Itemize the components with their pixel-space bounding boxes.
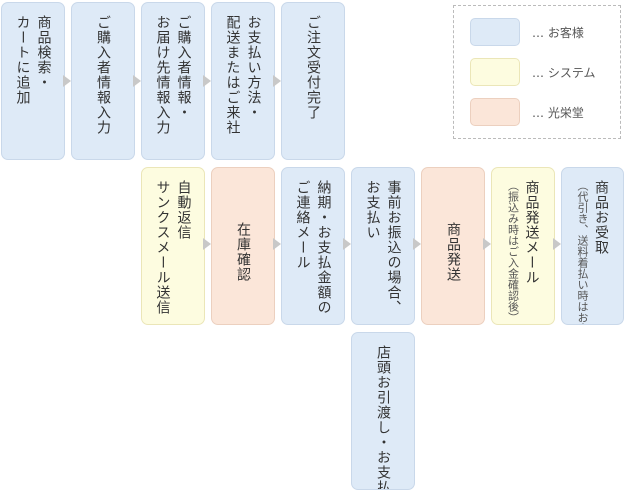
legend-item-customer: … お客様 [470,18,584,46]
step-in-store-handover-payment: 店頭お引渡し・お支払 [351,332,415,490]
step-prepayment: 事前お振込の場合、 お支払い [351,167,415,325]
step-text-line: 事前お振込の場合、 [385,180,402,315]
legend-label-system: … システム [532,65,596,80]
step-shipping: 商品発送 [421,167,485,325]
step-product-receipt: 商品お受取 （代引き、送料着払い時はお支払） [561,167,624,325]
step-text-line: 納期・お支払金額の [315,180,332,315]
legend-label-customer: … お客様 [532,25,584,40]
step-shipping-mail: 商品発送メール （振込み時はご入金確認後） [491,167,555,325]
step-text-line: ご購入者情報・ [175,15,192,120]
flow-arrow-right [413,238,421,250]
step-text-line: 店頭お引渡し・お支払 [375,345,391,490]
step-text-line: 配送またはご来社 [224,15,241,135]
flow-arrow-right [203,75,211,87]
legend-swatch-customer [470,18,520,46]
flow-arrow-right [273,75,281,87]
flow-arrow-right [553,238,561,250]
step-text-line: ご連絡メール [294,180,311,270]
step-auto-reply-thanks-mail: 自動返信 サンクスメール送信 [141,167,205,325]
legend-item-company: … 光栄堂 [470,98,584,126]
legend-label-company: … 光栄堂 [532,105,584,120]
legend-item-system: … システム [470,58,595,86]
step-text-line: カートに追加 [14,15,31,105]
step-stock-check: 在庫確認 [211,167,275,325]
step-text-line: お届け先情報入力 [154,15,171,135]
legend: … お客様 … システム … 光栄堂 [453,5,621,139]
step-text-line: 商品検索・ [35,15,52,90]
flow-arrow-right [273,238,281,250]
step-text-line: 商品発送 [445,222,461,282]
step-buyer-delivery-info-input: ご購入者情報・ お届け先情報入力 [141,2,205,160]
step-product-search-cart: 商品検索・ カートに追加 [1,2,65,160]
step-text-line: 商品発送メール [523,180,540,285]
step-payment-method-delivery: お支払い方法・ 配送またはご来社 [211,2,275,160]
step-text-line: 自動返信 [175,180,192,240]
step-text-line: お支払い [364,180,381,240]
flow-arrow-right [63,75,71,87]
legend-swatch-company [470,98,520,126]
step-subtext: （振込み時はご入金確認後） [506,180,520,323]
step-order-received: ご注文受付完了 [281,2,345,160]
step-text-line: 在庫確認 [235,222,251,282]
flow-arrow-right [343,238,351,250]
step-text-line: ご注文受付完了 [305,15,321,120]
flow-arrow-right [203,238,211,250]
legend-swatch-system [470,58,520,86]
step-buyer-info-input: ご購入者情報入力 [71,2,135,160]
step-subtext: （代引き、送料着払い時はお支払） [576,180,589,325]
step-text-line: お支払い方法・ [245,15,262,120]
flow-arrow-right [483,238,491,250]
step-text-line: ご購入者情報入力 [95,15,111,135]
flow-arrow-right [133,75,141,87]
step-delivery-date-amount-mail: 納期・お支払金額の ご連絡メール [281,167,345,325]
step-text-line: 商品お受取 [593,180,609,255]
step-text-line: サンクスメール送信 [154,180,171,315]
